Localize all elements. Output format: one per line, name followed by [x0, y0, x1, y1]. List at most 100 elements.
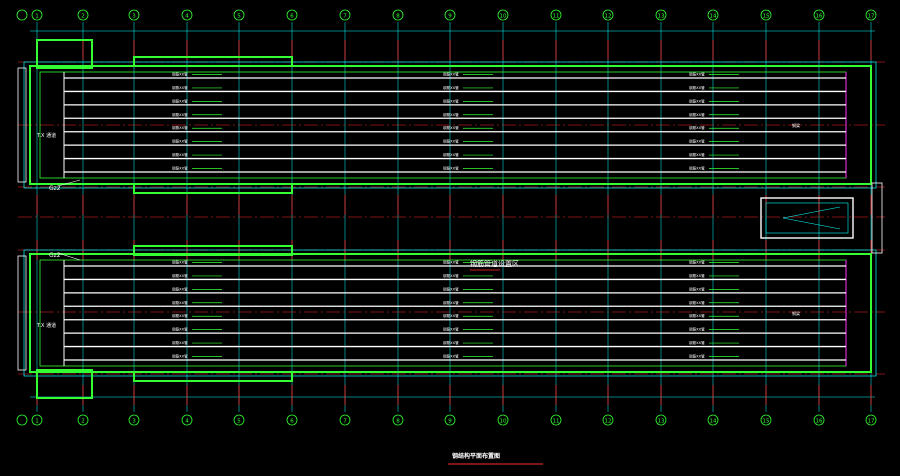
right-side-label-top: 钢梁: [792, 122, 800, 128]
axis-bubble-top: [128, 9, 140, 21]
left-tag-leader: [57, 179, 81, 187]
left-tag-bottom: Gz2: [49, 252, 61, 259]
axis-label-top: 16: [816, 14, 823, 20]
axis-bubble-bottom: [181, 414, 193, 426]
pipe-label: 钢筋XX管: [689, 85, 705, 90]
axis-bubble-top: [286, 9, 298, 21]
axis-label-bottom: 3: [132, 419, 136, 425]
left-side-label-bottom: T.X 通道: [36, 322, 56, 329]
axis-bubble-top: [707, 9, 719, 21]
axis-label-bottom: 2: [81, 419, 85, 425]
axis-label-bottom: 4: [185, 419, 189, 425]
axis-label-bottom: 11: [553, 419, 560, 425]
axis-label-bottom: 17: [868, 419, 875, 425]
pipe-label: 钢筋XX管: [172, 112, 188, 117]
axis-bubble-bottom: [865, 414, 877, 426]
note-label: 钢筋管道设置区: [470, 259, 519, 268]
axis-bubble-top: [655, 9, 667, 21]
axis-label-top: 3: [132, 14, 136, 20]
axis-label-top: 2: [81, 14, 85, 20]
pipe-label: 钢筋XX管: [443, 313, 459, 318]
axis-bubble-top: [77, 9, 89, 21]
axis-bubble-top: [813, 9, 825, 21]
axis-label-bottom: 13: [658, 419, 665, 425]
axis-bubble-top: [865, 9, 877, 21]
axis-label-bottom: 7: [343, 419, 347, 425]
pipe-label: 钢筋XX管: [443, 300, 459, 305]
pipe-label: 钢筋XX管: [443, 85, 459, 90]
top-block-left-strip: [17, 67, 27, 183]
pipe-label: 钢筋XX管: [689, 166, 705, 171]
axis-bubble-bottom: [444, 414, 456, 426]
pipe-label: 钢筋XX管: [689, 260, 705, 265]
pipe-label: 钢筋XX管: [443, 72, 459, 77]
pipe-label: 钢筋XX管: [689, 139, 705, 144]
pipe-label: 钢筋XX管: [172, 139, 188, 144]
pipe-label: 钢筋XX管: [172, 260, 188, 265]
pipe-label: 钢筋XX管: [689, 72, 705, 77]
bottom-block-outer-outline: [23, 249, 877, 377]
top-middle-box: [133, 56, 293, 67]
pipe-label: 钢筋XX管: [689, 112, 705, 117]
axis-label-top: 15: [763, 14, 770, 20]
pipe-label: 钢筋XX管: [443, 152, 459, 157]
pipe-label: 钢筋XX管: [172, 125, 188, 130]
label-layer: 1122334455667788991010111112121313141415…: [35, 14, 875, 425]
pipe-label: 钢筋XX管: [172, 327, 188, 332]
axis-bubble-bottom: [77, 414, 89, 426]
axis-bubble-top: [550, 9, 562, 21]
axis-label-bottom: 16: [816, 419, 823, 425]
pipe-label: 钢筋XX管: [172, 300, 188, 305]
top-block-outer-outline: [23, 61, 877, 189]
axis-label-bottom: 8: [396, 419, 400, 425]
axis-bubble-top: [392, 9, 404, 21]
axis-bubble-bottom: [31, 414, 43, 426]
axis-label-top: 1: [35, 14, 39, 20]
right-side-label-bottom: 钢梁: [792, 310, 800, 316]
pipe-label: 钢筋XX管: [172, 340, 188, 345]
axis-bubble-top: [31, 9, 43, 21]
axis-bubble-top: [602, 9, 614, 21]
bottom-block-left-strip: [17, 255, 27, 371]
pipe-label: 钢筋XX管: [443, 260, 459, 265]
axis-bubble-bottom: [286, 414, 298, 426]
pipe-label: 钢筋XX管: [443, 340, 459, 345]
axis-label-bottom: 15: [763, 419, 770, 425]
pipe-label: 钢筋XX管: [443, 273, 459, 278]
axis-label-bottom: 6: [290, 419, 294, 425]
bottom-block-green-outline: [29, 253, 872, 373]
axis-bubble-bottom: [497, 414, 509, 426]
axis-bubble-top: [233, 9, 245, 21]
axis-bubble-top: [444, 9, 456, 21]
axis-bubble-bottom: [760, 414, 772, 426]
pipe-label: 钢筋XX管: [172, 313, 188, 318]
pipe-label: 钢筋XX管: [172, 286, 188, 291]
equipment-inner: [765, 202, 849, 234]
pipe-label: 钢筋XX管: [172, 72, 188, 77]
axis-label-bottom: 14: [710, 419, 717, 425]
axis-label-bottom: 12: [605, 419, 612, 425]
pipe-label: 钢筋XX管: [443, 286, 459, 291]
axis-label-top: 6: [290, 14, 294, 20]
axis-label-top: 13: [658, 14, 665, 20]
axis-bubble-bottom: [128, 414, 140, 426]
right-edge-strip: [871, 182, 883, 254]
axis-label-top: 8: [396, 14, 400, 20]
pipe-label: 钢筋XX管: [443, 327, 459, 332]
top-block-green-outline: [29, 65, 872, 185]
axis-bubble-top: [181, 9, 193, 21]
left-side-label-top: T.X 通道: [36, 132, 56, 139]
axis-label-top: 7: [343, 14, 347, 20]
axis-label-top: 11: [553, 14, 560, 20]
pipe-label: 钢筋XX管: [689, 286, 705, 291]
axis-label-top: 17: [868, 14, 875, 20]
pipe-label: 钢筋XX管: [172, 85, 188, 90]
axis-bubble-bottom: [655, 414, 667, 426]
pipe-label: 钢筋XX管: [689, 98, 705, 103]
axis-label-top: 5: [237, 14, 241, 20]
axis-bubble-bottom: [602, 414, 614, 426]
axis-label-top: 12: [605, 14, 612, 20]
bottom-top-box: [133, 245, 293, 256]
pipe-label: 钢筋XX管: [689, 327, 705, 332]
